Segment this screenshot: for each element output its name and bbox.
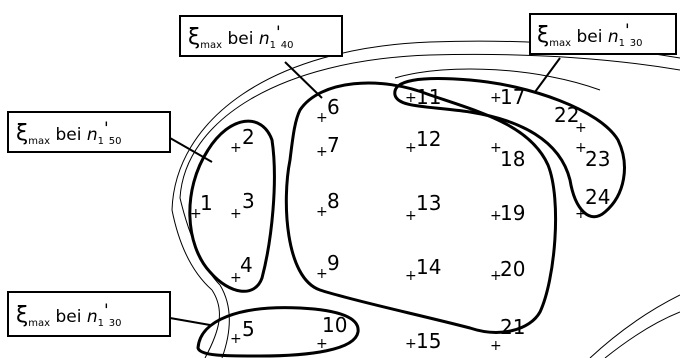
point-12: +12 [405, 127, 441, 156]
svg-text:+: + [230, 331, 242, 347]
point-21: +21 [490, 315, 525, 354]
svg-text:17: 17 [500, 85, 525, 109]
callout-30-top: ξmax bei n1'30 [530, 14, 676, 54]
svg-text:+: + [490, 338, 502, 354]
point-2: +2 [230, 125, 255, 156]
svg-text:20: 20 [500, 257, 525, 281]
point-7: +7 [316, 133, 340, 160]
svg-text:23: 23 [585, 147, 610, 171]
svg-text:11: 11 [416, 85, 441, 109]
callout-40: ξmax bei n1'40 [180, 16, 342, 56]
point-13: +13 [405, 191, 441, 224]
svg-text:7: 7 [327, 133, 340, 157]
svg-text:+: + [405, 90, 417, 106]
point-15: +15 [405, 329, 441, 353]
svg-text:+: + [316, 204, 328, 220]
point-9: +9 [316, 251, 340, 282]
svg-text:15: 15 [416, 329, 441, 353]
svg-text:+: + [405, 208, 417, 224]
svg-text:22: 22 [554, 103, 579, 127]
point-20: +20 [490, 257, 525, 284]
svg-text:+: + [405, 268, 417, 284]
svg-text:10: 10 [322, 313, 347, 337]
svg-text:21: 21 [500, 315, 525, 339]
svg-text:+: + [316, 110, 328, 126]
svg-text:2: 2 [242, 125, 255, 149]
point-3: +3 [230, 189, 255, 222]
leader-line-30-bottom [170, 318, 210, 325]
point-23: +23 [575, 140, 610, 171]
point-4: +4 [230, 253, 253, 286]
point-6: +6 [316, 95, 340, 126]
svg-text:8: 8 [327, 189, 340, 213]
svg-text:24: 24 [585, 185, 610, 209]
svg-text:13: 13 [416, 191, 441, 215]
svg-text:+: + [405, 140, 417, 156]
svg-text:4: 4 [240, 253, 253, 277]
point-14: +14 [405, 255, 441, 284]
svg-text:14: 14 [416, 255, 441, 279]
point-19: +19 [490, 201, 525, 225]
measurement-points: +1 +2 +3 +4 +5 +6 +7 +8 +9 +10 +11 +12 +… [190, 85, 610, 354]
svg-text:+: + [316, 266, 328, 282]
svg-text:+: + [405, 336, 417, 352]
leader-line-30-top [535, 58, 560, 92]
point-8: +8 [316, 189, 340, 220]
svg-text:5: 5 [242, 317, 255, 341]
svg-text:9: 9 [327, 251, 340, 275]
svg-text:6: 6 [327, 95, 340, 119]
svg-text:+: + [230, 140, 242, 156]
point-1: +1 [190, 191, 213, 222]
svg-text:+: + [230, 206, 242, 222]
callout-50: ξmax bei n1'50 [8, 112, 170, 152]
svg-text:+: + [316, 144, 328, 160]
point-17: +17 [490, 85, 525, 109]
svg-text:3: 3 [242, 189, 255, 213]
svg-text:19: 19 [500, 201, 525, 225]
svg-text:18: 18 [500, 147, 525, 171]
point-5: +5 [230, 317, 255, 347]
svg-text:+: + [316, 336, 328, 352]
point-18: +18 [490, 140, 525, 171]
svg-text:12: 12 [416, 127, 441, 151]
svg-text:1: 1 [200, 191, 213, 215]
callout-30-bottom: ξmax bei n1'30 [8, 292, 170, 336]
point-22: +22 [554, 103, 587, 136]
